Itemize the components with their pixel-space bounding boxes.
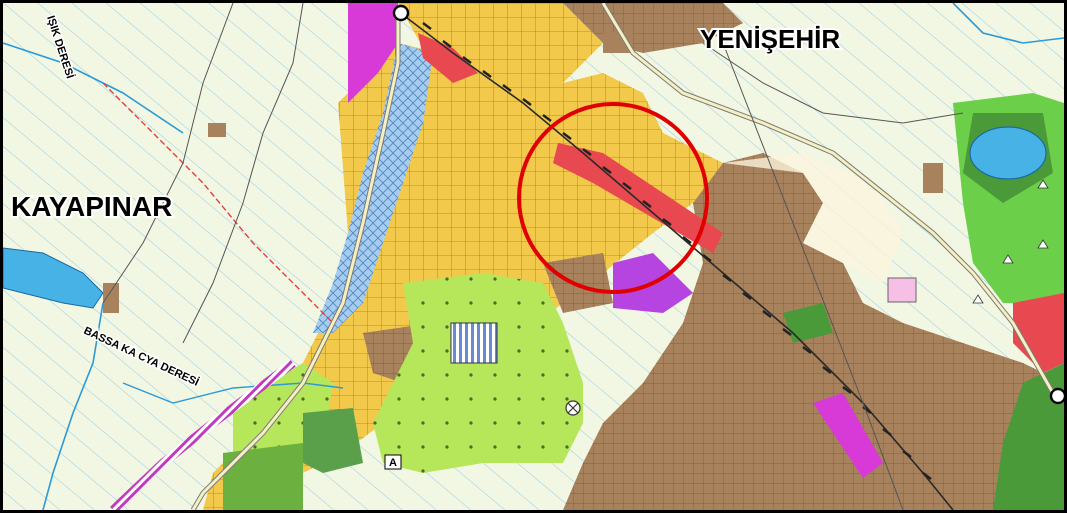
zoning-map[interactable]: A YENİŞEHİR KAYAPINAR IŞIK DERESİ BASSA …	[3, 3, 1064, 510]
junction-circle-icon[interactable]	[1049, 387, 1064, 405]
residential-grid-north	[398, 3, 603, 83]
highlight-circle	[517, 102, 709, 294]
forest-zone-patch	[303, 408, 363, 473]
brown-spot-1	[208, 123, 226, 137]
forest-zone-small	[783, 303, 833, 343]
commercial-zone-east	[1013, 293, 1064, 373]
site-marker-box[interactable]	[384, 454, 402, 470]
red-axis-line	[102, 82, 334, 324]
lake-west	[3, 247, 104, 309]
minor-road-3	[702, 42, 964, 124]
stream-southwest	[42, 302, 104, 510]
minor-road-2	[182, 3, 304, 344]
place-label-kayapinar: KAYAPINAR	[11, 191, 172, 222]
brown-spot-4	[923, 163, 943, 193]
highway-east	[601, 3, 1055, 394]
main-road	[191, 11, 400, 510]
stream-northwest	[3, 42, 184, 134]
railway-line	[397, 10, 954, 510]
brown-spot-2	[103, 283, 119, 313]
magenta-rail-southwest	[109, 359, 296, 510]
pale-zone-east	[723, 153, 903, 283]
stream-northeast	[952, 3, 1064, 44]
industrial-zone-north	[348, 3, 398, 103]
minor-road-4	[722, 42, 904, 510]
forest-zone-southwest	[223, 443, 303, 510]
developed-grid-small	[543, 253, 613, 313]
place-label-yenisehir: YENİŞEHİR	[700, 24, 840, 54]
minor-road-1	[102, 3, 234, 304]
junction-circle-icon[interactable]	[392, 4, 410, 22]
monument-cross	[567, 402, 579, 414]
pink-parcel	[887, 277, 917, 303]
forest-zone-southeast	[993, 363, 1064, 510]
industrial-zone-south	[813, 393, 883, 478]
railway-ticks	[422, 22, 932, 480]
commercial-strip-north	[418, 33, 478, 83]
lake-east	[969, 126, 1047, 180]
striped-parcel	[450, 322, 498, 364]
triangle-symbol-icon	[972, 179, 1049, 304]
agriculture-dots-center	[373, 273, 583, 473]
stream-south	[122, 382, 344, 404]
site-marker-label: A	[389, 457, 397, 469]
commercial-strip-center	[553, 143, 723, 253]
